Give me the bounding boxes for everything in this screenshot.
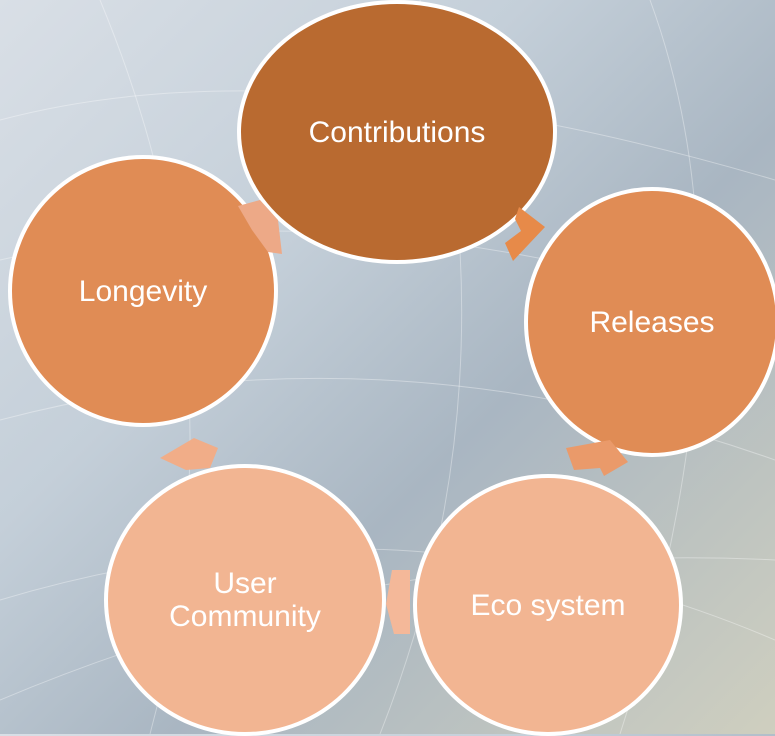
arrow-releases-to-eco [566,440,628,476]
node-user-community: User Community [104,464,386,736]
arrow-shape-4 [160,438,218,470]
node-label-contributions: Contributions [308,115,486,149]
arrow-longevity-to-contributions [238,200,282,254]
node-label-longevity: Longevity [78,274,208,308]
arrow-user-to-longevity [160,438,218,470]
arrow-shape-5 [238,200,282,254]
node-longevity: Longevity [8,155,278,427]
arrow-shape-2 [566,440,628,476]
arrow-shape-3 [386,570,410,634]
node-label-user-community: User Community [169,567,321,633]
arrow-eco-to-user [386,570,410,634]
node-label-releases: Releases [589,305,715,339]
arrow-shape-1 [505,207,545,261]
node-releases: Releases [524,187,775,457]
arrow-contributions-to-releases [505,207,545,261]
node-label-eco-system: Eco system [470,588,626,622]
node-contributions: Contributions [237,0,557,264]
node-eco-system: Eco system [413,474,683,736]
